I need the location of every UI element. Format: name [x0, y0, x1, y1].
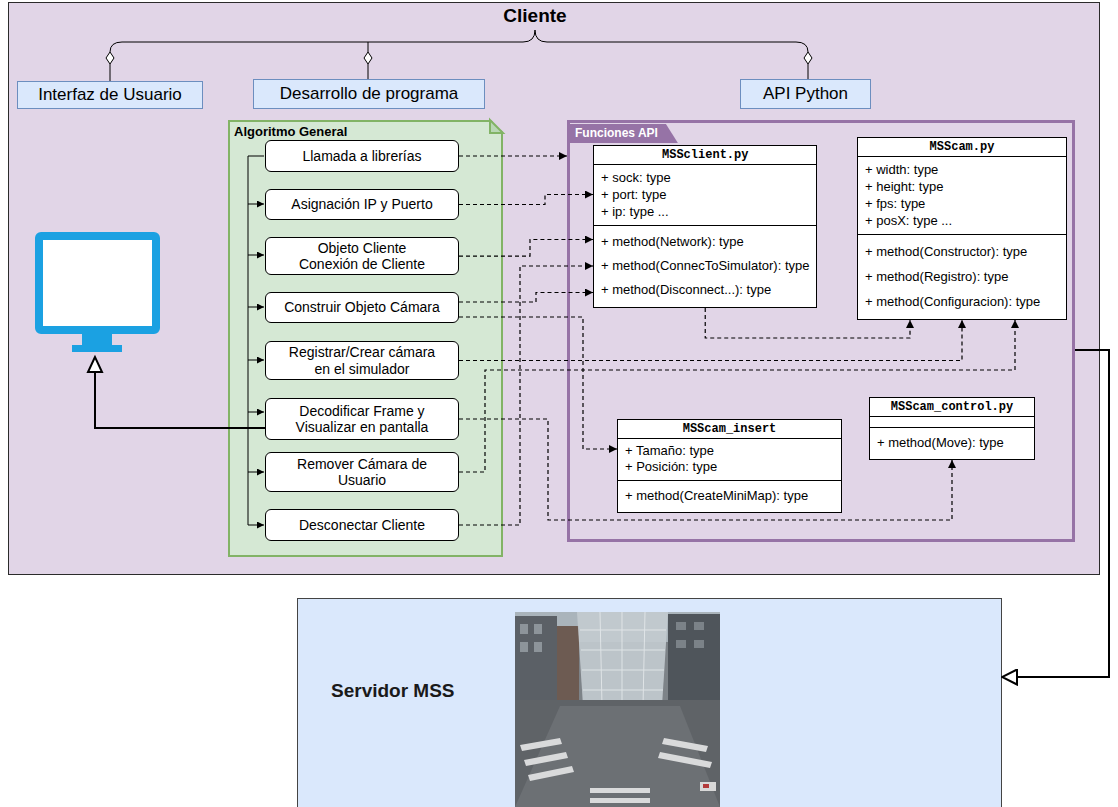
- client-region: ClienteInterfaz de Usuario Desarrollo de …: [8, 2, 1100, 575]
- class-attribute: + sock: type: [594, 165, 816, 186]
- class-attribute: + width: type: [858, 157, 1066, 178]
- class-name: MSScam.py: [858, 138, 1066, 157]
- step-label: Objeto Cliente Conexión de Cliente: [287, 240, 437, 272]
- step-label: Decodificar Frame y Visualizar en pantal…: [282, 403, 442, 435]
- component-box: Interfaz de Usuario: [17, 81, 203, 109]
- step-label: Asignación IP y Puerto: [291, 196, 432, 212]
- process-step: Desconectar Cliente: [265, 509, 459, 541]
- server-box: Servidor MSS: [297, 598, 1002, 807]
- class-attribute: + port: type: [594, 186, 816, 203]
- api-frame: Funciones APIMSSclient.py+ sock: type+ p…: [567, 120, 1075, 542]
- class-method: + method(ConnecToSimulator): type: [594, 254, 816, 278]
- dependency-arrow: [459, 266, 593, 525]
- process-step: Registrar/Crear cámara en el simulador: [265, 341, 459, 380]
- display-arrow: [88, 357, 265, 428]
- component-label: Desarrollo de programa: [280, 84, 459, 104]
- class-attribute: + fps: type: [858, 195, 1066, 212]
- class-method: + method(Disconnect...): type: [594, 278, 816, 307]
- class-box: MSSclient.py+ sock: type+ port: type+ ip…: [593, 145, 817, 308]
- frame-tab: Funciones API: [570, 124, 678, 143]
- algorithm-note: Algoritmo GeneralLlamada a libreríasAsig…: [228, 120, 503, 557]
- class-name: MSScam_control.py: [870, 398, 1034, 417]
- dependency-arrow: [459, 195, 593, 205]
- component-box: Desarrollo de programa: [253, 79, 485, 109]
- dependency-arrow: [459, 317, 617, 449]
- process-step: Llamada a librerías: [265, 140, 459, 172]
- process-step: Objeto Cliente Conexión de Cliente: [265, 237, 459, 275]
- dependency-arrow: [705, 308, 910, 338]
- process-step: Construir Objeto Cámara: [265, 292, 459, 323]
- class-method: + method(CreateMiniMap): type: [618, 480, 841, 512]
- sequence-bracket: [248, 156, 264, 525]
- class-box: MSScam_insert+ Tamaño: type+ Posición: t…: [617, 419, 842, 513]
- dependency-arrow: [459, 240, 593, 257]
- aggregation-diamond: [106, 52, 812, 64]
- simulator-screenshot: [515, 612, 720, 807]
- class-name: MSScam_insert: [618, 420, 841, 439]
- class-attribute: + Tamaño: type: [618, 439, 841, 459]
- step-label: Remover Cámara de Usuario: [287, 456, 437, 488]
- step-label: Llamada a librerías: [302, 148, 421, 164]
- note-title: Algoritmo General: [230, 123, 351, 140]
- process-step: Asignación IP y Puerto: [265, 189, 459, 220]
- region-title: Cliente: [9, 3, 1099, 28]
- class-method: + method(Network): type: [594, 225, 816, 254]
- component-label: API Python: [763, 84, 848, 104]
- dependency-arrow: [459, 419, 952, 520]
- class-attribute: + Posición: type: [618, 459, 841, 480]
- class-method: + method(Constructor): type: [858, 234, 1066, 264]
- step-label: Construir Objeto Cámara: [284, 299, 440, 315]
- class-attribute: + posX: type ...: [858, 212, 1066, 234]
- note-fold: [490, 119, 504, 133]
- server-link: [1002, 350, 1109, 677]
- class-attribute: + ip: type ...: [594, 203, 816, 225]
- step-label: Desconectar Cliente: [299, 517, 425, 533]
- server-label: Servidor MSS: [331, 680, 455, 702]
- step-label: Registrar/Crear cámara en el simulador: [282, 344, 442, 376]
- class-method: + method(Move): type: [870, 427, 1034, 459]
- class-name: MSSclient.py: [594, 146, 816, 165]
- dependency-arrow: [459, 293, 593, 303]
- component-label: Interfaz de Usuario: [38, 85, 182, 105]
- monitor-icon: [39, 236, 156, 352]
- class-attribute: + height: type: [858, 178, 1066, 195]
- process-step: Remover Cámara de Usuario: [265, 452, 459, 492]
- class-method: + method(Configuracion): type: [858, 289, 1066, 319]
- process-step: Decodificar Frame y Visualizar en pantal…: [265, 398, 459, 440]
- dependency-arrow: [459, 320, 962, 361]
- class-method: + method(Registro): type: [858, 264, 1066, 289]
- component-box: API Python: [740, 79, 871, 109]
- aggregation-bracket: [110, 30, 808, 81]
- class-box: MSScam.py+ width: type+ height: type+ fp…: [857, 137, 1067, 320]
- class-box: MSScam_control.py + method(Move): type: [869, 397, 1035, 460]
- dependency-arrow: [459, 155, 567, 156]
- dependency-arrow: [459, 320, 1015, 472]
